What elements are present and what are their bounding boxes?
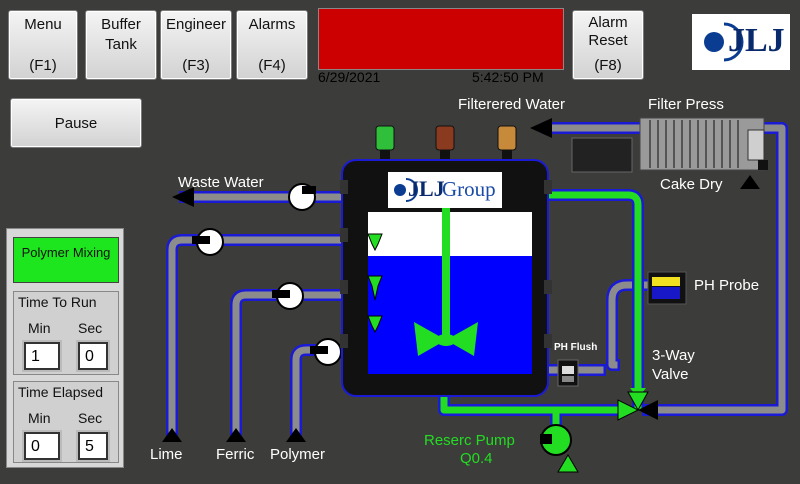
mode-status-indicator: Polymer Mixing	[13, 237, 119, 283]
tank-logo-mark-icon	[394, 178, 418, 202]
elapsed-sec-display: 5	[78, 432, 108, 460]
ferric-inlet-arrow-icon	[226, 428, 246, 442]
lime-inlet-arrow-icon	[162, 428, 182, 442]
recirc-pump-label: Reserc Pump	[424, 432, 515, 449]
buffer-tank-label-1: Buffer	[101, 16, 141, 33]
ph-flush-label: PH Flush	[554, 342, 598, 353]
time-display: 5:42:50 PM	[472, 69, 544, 85]
green-flow-arrow-icon	[630, 388, 646, 398]
elapsed-min-display: 0	[24, 432, 60, 460]
filtered-water-label: Filterered Water	[458, 96, 565, 113]
logo-mark-icon	[704, 22, 744, 62]
elapsed-min-label: Min	[28, 410, 51, 426]
alarms-label: Alarms	[248, 16, 296, 33]
alarm-reset-button[interactable]: Alarm Reset (F8)	[572, 10, 644, 80]
time-to-run-title: Time To Run	[18, 294, 97, 310]
pump-direction-arrow-icon	[557, 454, 579, 473]
tank-logo: JLJ Group	[388, 172, 502, 208]
date-display: 6/29/2021	[318, 69, 381, 85]
lime-pump-icon	[192, 228, 224, 256]
cake-dry-arrow-icon	[740, 175, 760, 189]
alarm-reset-label-2: Reset	[588, 32, 628, 49]
menu-button[interactable]: Menu (F1)	[8, 10, 78, 80]
run-min-input[interactable]: 1	[24, 342, 60, 370]
menu-key: (F1)	[29, 57, 57, 74]
polymer-label: Polymer	[270, 446, 326, 463]
company-logo: JLJ	[692, 14, 790, 70]
buffer-tank-label-2: Tank	[105, 36, 137, 53]
logo-text: JLJ	[728, 22, 785, 59]
mixing-control-panel: Polymer Mixing Time To Run Min Sec 1 0 T…	[6, 228, 124, 468]
alarms-button[interactable]: Alarms (F4)	[236, 10, 308, 80]
tank-logo-jlj: JLJ	[408, 176, 445, 201]
elapsed-sec-label: Sec	[78, 410, 103, 426]
time-elapsed-group: Time Elapsed Min Sec 0 5	[13, 381, 119, 463]
menu-label: Menu	[24, 16, 62, 33]
ferric-label: Ferric	[216, 446, 255, 463]
recirculation-pipes	[438, 189, 644, 430]
filtered-water-arrow-icon	[530, 118, 552, 138]
alarm-reset-key: (F8)	[594, 57, 622, 74]
level-probe-icons	[367, 233, 383, 334]
pause-label: Pause	[54, 115, 98, 132]
engineer-button[interactable]: Engineer (F3)	[160, 10, 232, 80]
three-way-valve-icon	[617, 391, 658, 421]
tank-logo-group: Group	[442, 177, 496, 201]
three-way-valve-label-1: 3-Way	[652, 347, 695, 364]
waste-water-label: Waste Water	[178, 174, 264, 191]
recirc-pump-icon	[540, 424, 572, 456]
ph-probe-icon	[647, 271, 687, 305]
run-sec-input[interactable]: 0	[78, 342, 108, 370]
filter-press-icon	[571, 117, 768, 173]
ph-probe-label: PH Probe	[694, 277, 760, 294]
cake-dry-label: Cake Dry	[660, 176, 723, 193]
alarm-banner	[318, 8, 564, 70]
filter-press-label: Filter Press	[648, 96, 724, 113]
agitator-icon	[414, 205, 478, 356]
lime-label: Lime	[150, 446, 183, 463]
ferric-pump-icon	[272, 282, 304, 310]
alarm-reset-label-1: Alarm	[588, 14, 628, 31]
run-sec-label: Sec	[78, 320, 103, 336]
time-elapsed-title: Time Elapsed	[18, 384, 104, 400]
engineer-label: Engineer	[165, 16, 227, 33]
run-min-label: Min	[28, 320, 51, 336]
polymer-inlet-arrow-icon	[286, 428, 306, 442]
buffer-tank-button[interactable]: Buffer Tank	[85, 10, 157, 80]
polymer-pump-icon	[310, 338, 342, 366]
pause-button[interactable]: Pause	[10, 98, 142, 148]
recirc-pump-output: Q0.4	[460, 450, 493, 467]
waste-water-pump-icon	[288, 183, 316, 211]
engineer-key: (F3)	[182, 57, 210, 74]
three-way-valve-label-2: Valve	[652, 366, 689, 383]
alarms-key: (F4)	[258, 57, 286, 74]
time-to-run-group: Time To Run Min Sec 1 0	[13, 291, 119, 375]
ph-flush-valve-icon	[557, 359, 579, 387]
tank-motor-caps-icon	[375, 125, 517, 160]
